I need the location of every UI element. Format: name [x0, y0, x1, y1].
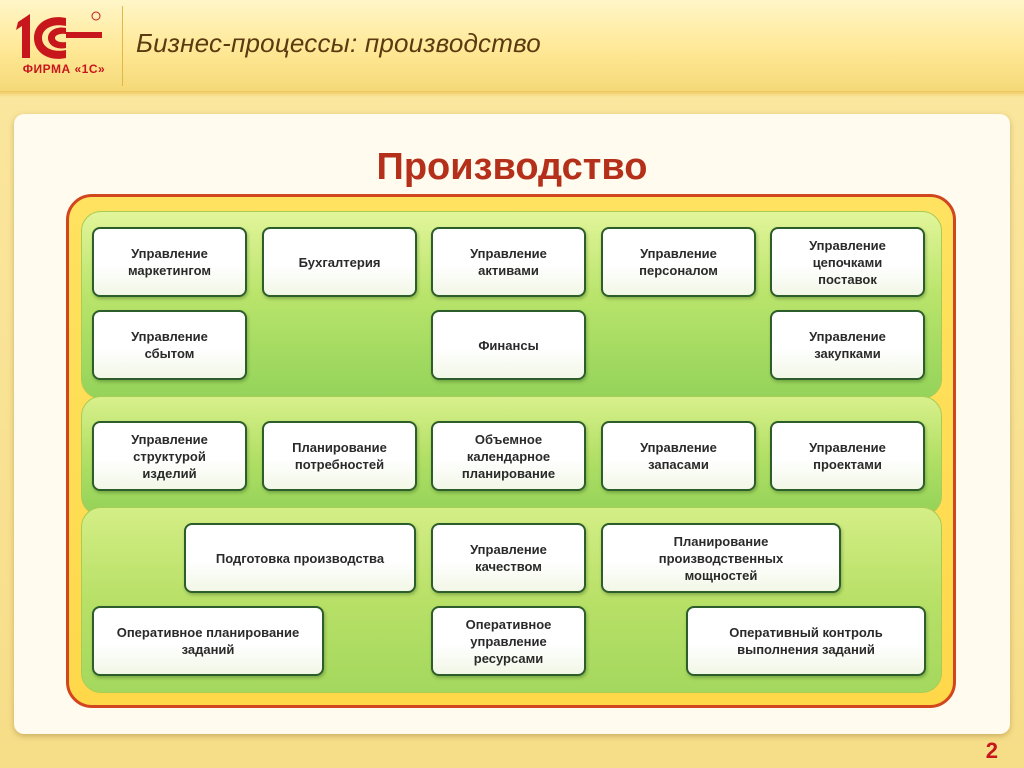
- process-resource-management[interactable]: Оперативное управление ресурсами: [431, 606, 586, 676]
- process-volume-scheduling[interactable]: Объемное календарное планирование: [431, 421, 586, 491]
- process-inventory[interactable]: Управление запасами: [601, 421, 756, 491]
- page-number: 2: [985, 738, 998, 763]
- process-assets[interactable]: Управление активами: [431, 227, 586, 297]
- process-sales[interactable]: Управление сбытом: [92, 310, 247, 380]
- process-purchasing[interactable]: Управление закупками: [770, 310, 925, 380]
- process-operational-scheduling[interactable]: Оперативное планирование заданий: [92, 606, 324, 676]
- process-capacity-planning[interactable]: Планирование производственных мощностей: [601, 523, 841, 593]
- 1c-logo-icon: [16, 11, 102, 59]
- process-projects[interactable]: Управление проектами: [770, 421, 925, 491]
- slide-header: ФИРМА «1С» Бизнес-процессы: производство: [0, 0, 1024, 97]
- process-supply-chain[interactable]: Управление цепочками поставок: [770, 227, 925, 297]
- slide-title: Производство: [376, 146, 648, 188]
- header-title: Бизнес-процессы: производство: [136, 28, 541, 58]
- process-marketing[interactable]: Управление маркетингом: [92, 227, 247, 297]
- process-production-preparation[interactable]: Подготовка производства: [184, 523, 416, 593]
- logo-caption: ФИРМА «1С»: [22, 62, 106, 76]
- process-quality[interactable]: Управление качеством: [431, 523, 586, 593]
- process-personnel[interactable]: Управление персоналом: [601, 227, 756, 297]
- process-accounting[interactable]: Бухгалтерия: [262, 227, 417, 297]
- process-finance[interactable]: Финансы: [431, 310, 586, 380]
- header-divider: [122, 6, 123, 86]
- process-execution-control[interactable]: Оперативный контроль выполнения заданий: [686, 606, 926, 676]
- process-product-structure[interactable]: Управление структурой изделий: [92, 421, 247, 491]
- process-requirements-planning[interactable]: Планирование потребностей: [262, 421, 417, 491]
